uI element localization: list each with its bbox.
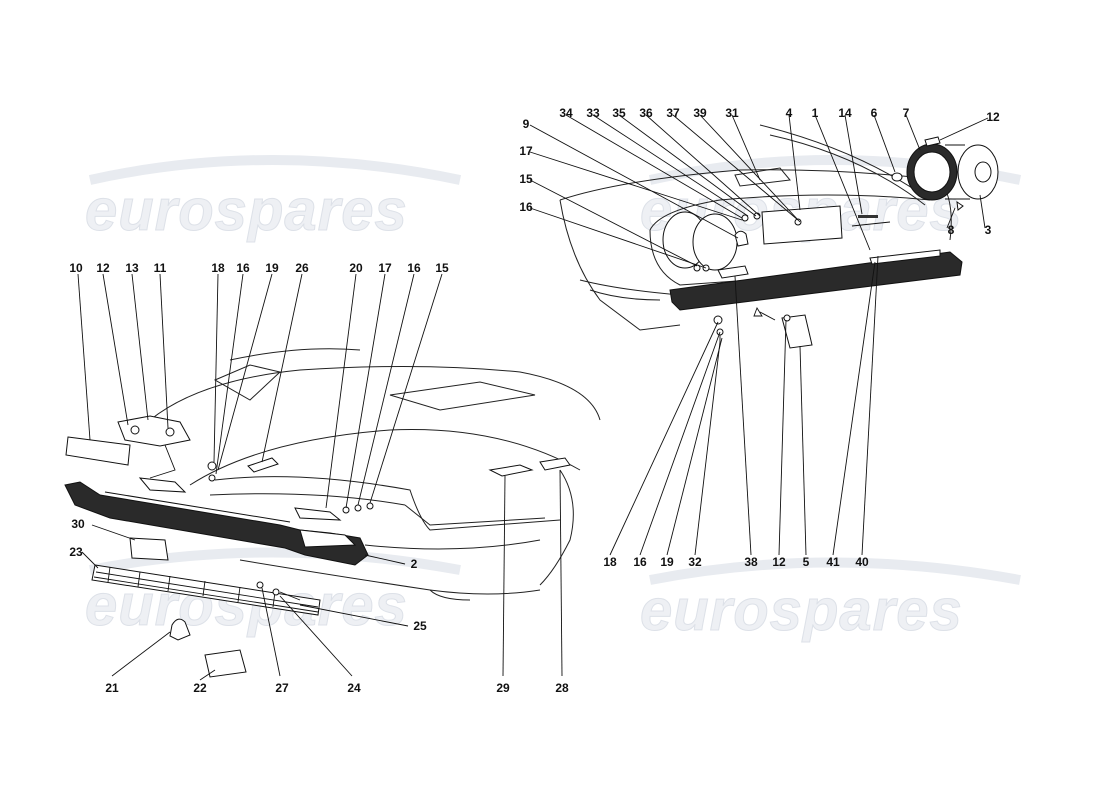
callout-41: 41 — [826, 555, 840, 569]
callout-2: 2 — [411, 557, 418, 571]
bulb — [891, 172, 903, 182]
side-marker-bracket — [539, 457, 571, 471]
plate-recess — [761, 205, 843, 245]
rear-bumper — [669, 249, 963, 311]
callout-27: 27 — [275, 681, 289, 695]
callout-29: 29 — [496, 681, 510, 695]
callout-37: 37 — [666, 106, 680, 120]
leader-lines-right — [529, 114, 989, 556]
callout-5: 5 — [803, 555, 810, 569]
callout-19: 19 — [660, 555, 674, 569]
leader-lines-left — [77, 273, 563, 681]
callout-17: 17 — [519, 144, 533, 158]
callout-4: 4 — [786, 106, 793, 120]
washer — [208, 474, 216, 482]
front-bumper — [64, 481, 369, 566]
callout-9: 9 — [523, 117, 530, 131]
callout-15: 15 — [435, 261, 449, 275]
callout-21: 21 — [105, 681, 119, 695]
watermark-bottom-right: eurospares — [640, 557, 1021, 644]
prancing-horse-badge — [169, 618, 191, 641]
callout-39: 39 — [693, 106, 707, 120]
lamp-screw — [924, 136, 941, 147]
rear-lamps — [662, 211, 738, 271]
callout-10: 10 — [69, 261, 83, 275]
callout-23: 23 — [69, 545, 83, 559]
callouts-left: 10 12 13 11 18 16 19 26 20 17 16 15 30 2… — [69, 261, 569, 695]
callout-18: 18 — [211, 261, 225, 275]
trim-strip — [65, 436, 131, 466]
callout-1: 1 — [812, 106, 819, 120]
front-grille — [91, 564, 321, 616]
callout-38: 38 — [744, 555, 758, 569]
headlamp-bracket — [117, 415, 191, 493]
callout-22: 22 — [193, 681, 207, 695]
callout-31: 31 — [725, 106, 739, 120]
tail-lamp-unit — [906, 143, 999, 211]
callout-16: 16 — [519, 200, 533, 214]
turn-lamp — [129, 537, 169, 561]
bumper-bracket — [294, 507, 342, 521]
callout-26: 26 — [295, 261, 309, 275]
callout-16: 16 — [236, 261, 250, 275]
rear-horse-badge — [734, 230, 749, 247]
model-badge-mark: ▬▬ — [858, 210, 878, 221]
callout-8: 8 — [948, 223, 955, 237]
callout-24: 24 — [347, 681, 361, 695]
reflector — [717, 265, 749, 279]
callout-12: 12 — [96, 261, 110, 275]
callout-19: 19 — [265, 261, 279, 275]
watermark-text: eurospares — [640, 578, 963, 643]
callout-3: 3 — [985, 223, 992, 237]
emblem-plate — [247, 457, 279, 473]
callout-30: 30 — [71, 517, 85, 531]
callout-32: 32 — [688, 555, 702, 569]
callout-12: 12 — [986, 110, 1000, 124]
callout-13: 13 — [125, 261, 139, 275]
callout-17: 17 — [378, 261, 392, 275]
callout-20: 20 — [349, 261, 363, 275]
side-lamp-assembly — [753, 306, 813, 349]
callout-12: 12 — [772, 555, 786, 569]
license-plate-holder — [204, 649, 247, 678]
callout-34: 34 — [559, 106, 573, 120]
callout-6: 6 — [871, 106, 878, 120]
callout-36: 36 — [639, 106, 653, 120]
callout-18: 18 — [603, 555, 617, 569]
callout-28: 28 — [555, 681, 569, 695]
callouts-right: 34 33 35 36 37 39 31 4 1 14 6 7 12 9 17 … — [519, 106, 1000, 569]
callout-40: 40 — [855, 555, 869, 569]
callout-15: 15 — [519, 172, 533, 186]
callout-14: 14 — [838, 106, 852, 120]
nut — [207, 461, 217, 471]
watermark-top: eurospares — [85, 155, 462, 244]
callout-16: 16 — [633, 555, 647, 569]
callout-33: 33 — [586, 106, 600, 120]
callout-16: 16 — [407, 261, 421, 275]
callout-25: 25 — [413, 619, 427, 633]
callout-7: 7 — [903, 106, 910, 120]
watermark-text: eurospares — [85, 178, 408, 243]
side-marker — [488, 464, 534, 477]
callout-11: 11 — [154, 261, 167, 275]
callout-35: 35 — [612, 106, 626, 120]
